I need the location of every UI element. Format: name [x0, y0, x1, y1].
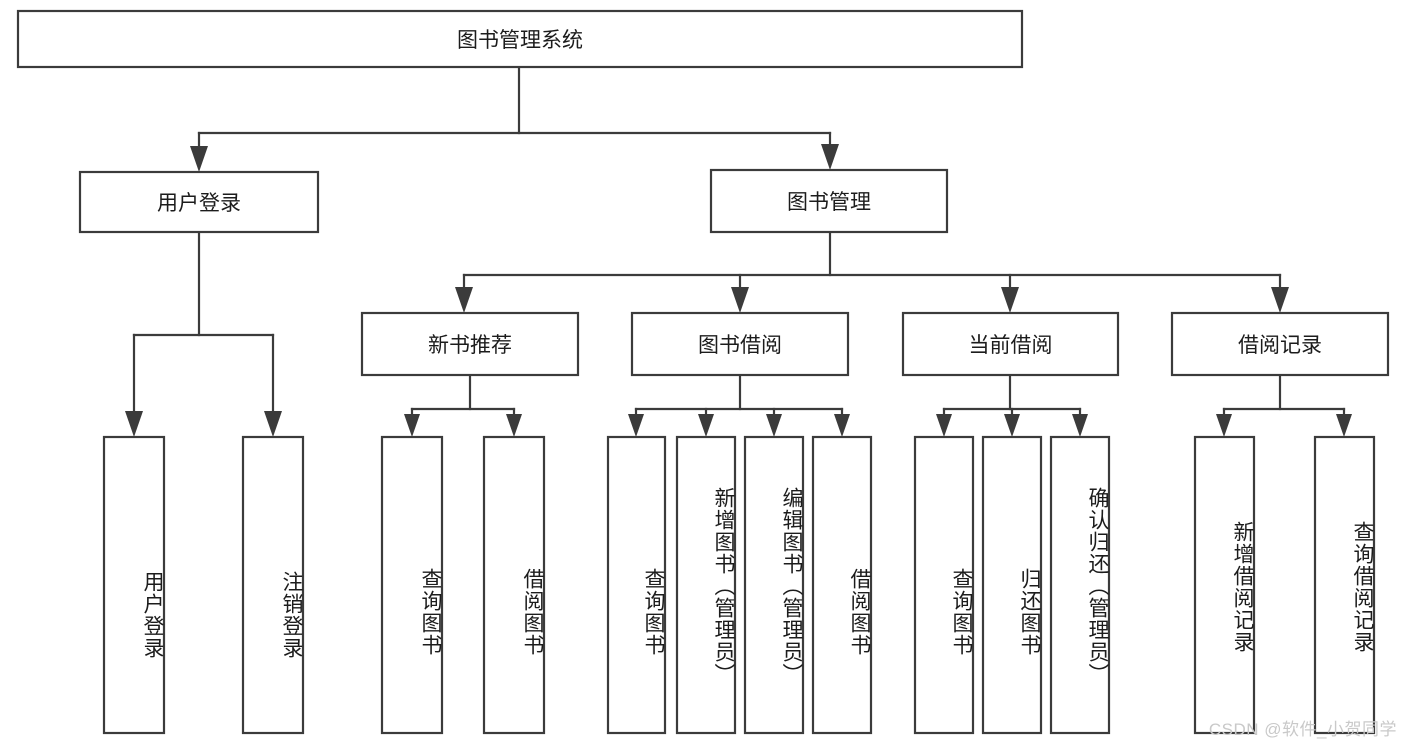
arrow-head-book-manage — [821, 144, 839, 170]
node-box-leaf-confirm-return[interactable] — [1049, 435, 1111, 735]
node-box-leaf-add-book[interactable] — [675, 435, 737, 735]
node-box-borrow-record[interactable] — [1170, 311, 1390, 377]
arrow-head-new-book-rec — [455, 287, 473, 313]
node-box-leaf-add-record[interactable] — [1193, 435, 1256, 735]
arrow-head-leaf-borrow-book-2 — [834, 414, 850, 437]
arrow-head-borrow-record — [1271, 287, 1289, 313]
arrow-head-leaf-edit-book — [766, 414, 782, 437]
arrow-head-leaf-user-login — [125, 411, 143, 437]
connector-group-new-book-rec — [404, 373, 522, 437]
node-box-book-borrow[interactable] — [630, 311, 850, 377]
connector-group-root — [190, 65, 839, 172]
arrow-head-leaf-query-book-3 — [936, 414, 952, 437]
arrow-head-book-borrow — [731, 287, 749, 313]
arrow-head-leaf-add-record — [1216, 414, 1232, 437]
node-box-root[interactable] — [16, 9, 1024, 69]
arrow-head-leaf-query-record — [1336, 414, 1352, 437]
connector-group-book-manage — [455, 230, 1289, 313]
arrow-head-user-login — [190, 146, 208, 172]
node-box-new-book-rec[interactable] — [360, 311, 580, 377]
node-box-leaf-query-book-3[interactable] — [913, 435, 975, 735]
node-box-leaf-query-record[interactable] — [1313, 435, 1376, 735]
node-box-user-login[interactable] — [78, 170, 320, 234]
connector-group-user-login — [125, 230, 282, 437]
node-box-leaf-query-book-2[interactable] — [606, 435, 667, 735]
arrow-head-leaf-confirm-return — [1072, 414, 1088, 437]
csdn-watermark: CSDN @软件_小贺同学 — [1208, 720, 1397, 739]
node-box-leaf-user-login[interactable] — [102, 435, 166, 735]
node-box-leaf-borrow-book-1[interactable] — [482, 435, 546, 735]
node-box-leaf-logout[interactable] — [241, 435, 305, 735]
connector-group-book-borrow — [628, 373, 850, 437]
node-box-leaf-borrow-book-2[interactable] — [811, 435, 873, 735]
arrow-head-leaf-return-book — [1004, 414, 1020, 437]
arrow-head-leaf-borrow-book-1 — [506, 414, 522, 437]
node-box-leaf-return-book[interactable] — [981, 435, 1043, 735]
connector-group-borrow-record — [1216, 373, 1352, 437]
arrow-head-leaf-add-book — [698, 414, 714, 437]
arrow-head-leaf-query-book-2 — [628, 414, 644, 437]
connector-group-current-borrow — [936, 373, 1088, 437]
node-box-current-borrow[interactable] — [901, 311, 1120, 377]
node-box-book-manage[interactable] — [709, 168, 949, 234]
arrow-head-current-borrow — [1001, 287, 1019, 313]
arrow-head-leaf-logout — [264, 411, 282, 437]
node-box-leaf-edit-book[interactable] — [743, 435, 805, 735]
arrow-head-leaf-query-book-1 — [404, 414, 420, 437]
node-box-leaf-query-book-1[interactable] — [380, 435, 444, 735]
